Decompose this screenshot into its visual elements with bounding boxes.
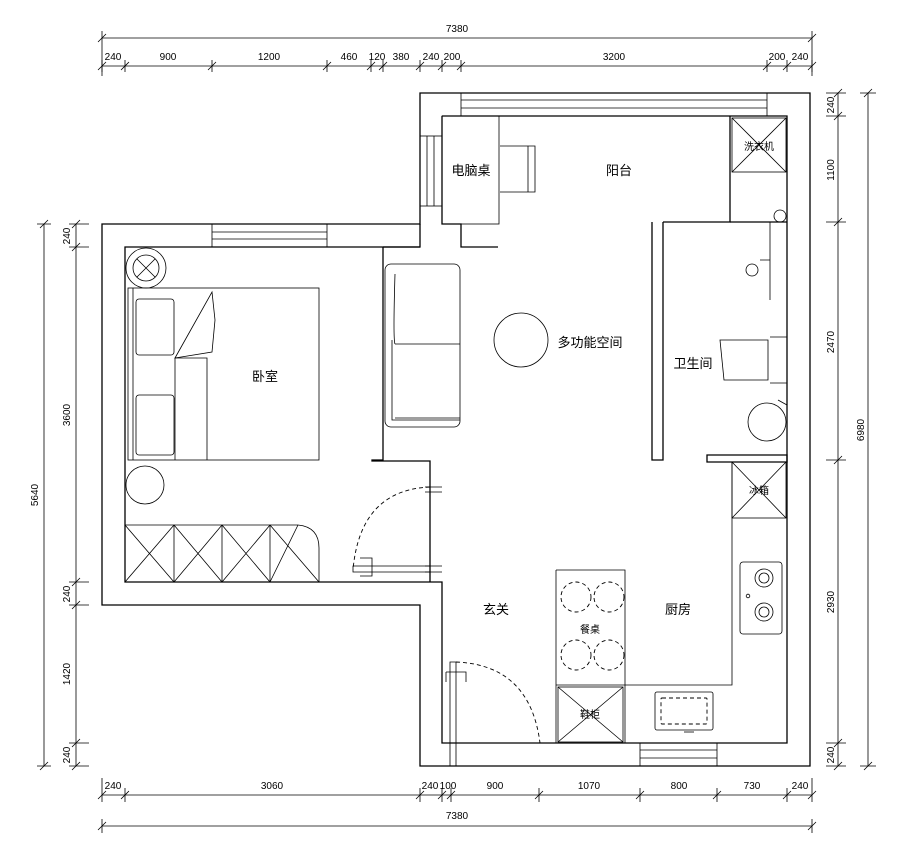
bed [127,287,320,461]
wardrobe [124,524,320,583]
top-dim-7: 240 [423,52,440,63]
top-dim-3: 1200 [258,52,281,63]
windows [211,92,768,767]
entrance-door [445,661,541,767]
walls [101,92,811,767]
stove-icon [739,561,783,635]
label-shoe-cabinet: 鞋柜 [580,708,600,721]
bathroom-fixtures [719,209,788,442]
round-table [493,312,549,368]
washing-machine [731,117,787,173]
computer-desk [441,115,536,225]
right-dim-3: 2470 [826,330,837,353]
right-dim-5: 240 [826,746,837,763]
right-dimensions: 240 1100 2470 2930 240 6980 [826,88,876,771]
shoe-cabinet [557,686,624,743]
top-dim-9: 3200 [603,52,626,63]
bottom-dim-7: 800 [671,781,688,792]
left-dim-1: 240 [62,227,73,244]
top-total-label: 7380 [446,24,469,35]
top-dim-2: 900 [160,52,177,63]
bottom-dim-5: 900 [487,781,504,792]
top-dim-5: 120 [369,52,386,63]
top-dim-11: 240 [792,52,809,63]
right-total-label: 6980 [856,418,867,441]
label-fridge: 冰箱 [749,484,769,497]
room-label-bathroom: 卫生间 [673,357,712,372]
label-computer-desk: 电脑桌 [451,164,490,179]
room-label-bedroom: 卧室 [252,369,278,385]
lamp-icon [125,247,167,289]
left-dim-3: 240 [62,585,73,602]
top-dim-10: 200 [769,52,786,63]
side-table [125,465,165,505]
bottom-dim-1: 240 [105,781,122,792]
bottom-dimensions: 240 3060 240 100 900 1070 800 730 240 73… [97,778,817,833]
top-dim-4: 460 [341,52,358,63]
bedroom-door [352,486,442,577]
bottom-dim-2: 3060 [261,781,284,792]
top-dim-1: 240 [105,52,122,63]
sink-icon [654,691,714,733]
bottom-dim-3: 240 [422,781,439,792]
left-dim-4: 1420 [62,662,73,685]
bottom-dim-9: 240 [792,781,809,792]
right-dim-1: 240 [826,96,837,113]
right-dim-2: 1100 [826,159,837,181]
left-dim-5: 240 [62,746,73,763]
top-dim-8: 200 [444,52,461,63]
sofa [384,263,461,428]
left-dim-2: 3600 [62,403,73,426]
top-dimensions: 7380 240 900 1200 460 120 380 240 200 32… [97,24,817,76]
room-label-living: 多功能空间 [557,335,622,351]
label-washing-machine: 洗衣机 [744,140,774,153]
room-label-kitchen: 厨房 [665,602,691,618]
fridge [731,461,787,519]
room-label-balcony: 阳台 [606,164,632,179]
label-dining-table: 餐桌 [580,623,600,636]
bottom-dim-8: 730 [744,781,761,792]
room-label-entrance: 玄关 [483,603,509,618]
top-dim-6: 380 [393,52,410,63]
left-total-label: 5640 [30,483,41,506]
bottom-dim-4: 100 [440,781,457,792]
bottom-total-label: 7380 [446,811,469,822]
dining-chairs [560,581,625,671]
bottom-dim-6: 1070 [578,781,601,792]
left-dimensions: 5640 240 3600 240 1420 240 [30,219,89,771]
right-dim-4: 2930 [826,590,837,613]
